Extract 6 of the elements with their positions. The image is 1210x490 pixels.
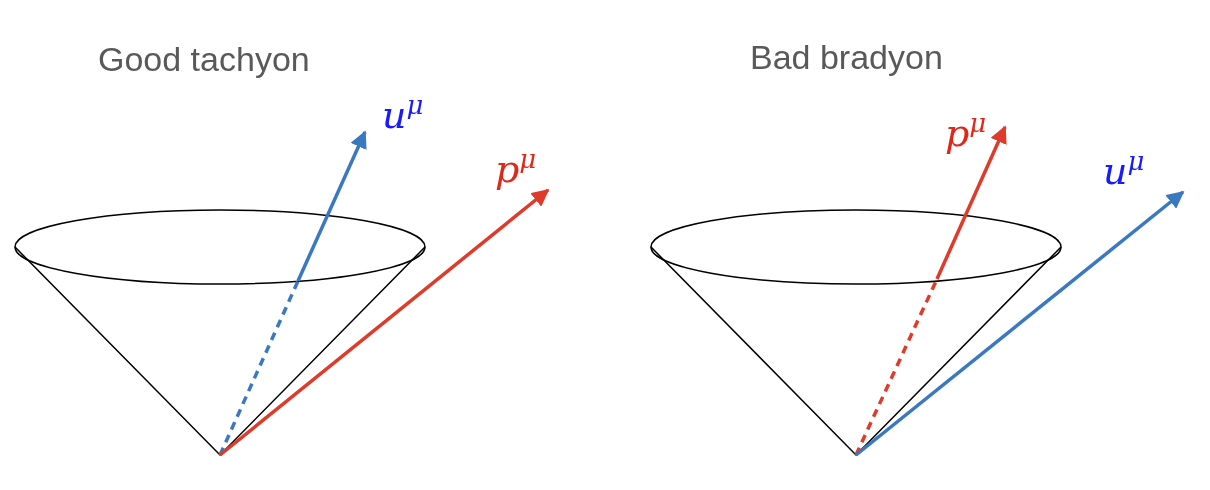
vector-label: p$^{μ}$ [495, 146, 537, 188]
vector-label: p$^{μ}$ [945, 110, 987, 152]
panel-title: Good tachyon [98, 42, 310, 76]
panel-title: Bad bradyon [750, 40, 943, 74]
vector-label: u$^{μ}$ [382, 92, 424, 134]
vector-label: u$^{μ}$ [1103, 148, 1145, 190]
